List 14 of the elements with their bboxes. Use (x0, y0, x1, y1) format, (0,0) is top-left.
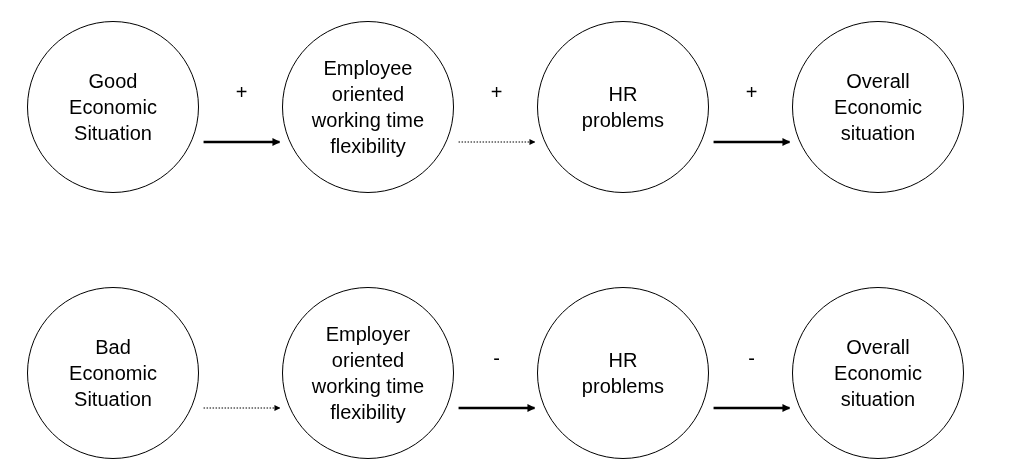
node-label: Overall Economic situation (833, 69, 923, 146)
node-label: HR problems (580, 348, 666, 399)
node-label: Good Economic Situation (68, 69, 158, 146)
node-label: Employer oriented working time flexibility (310, 322, 426, 425)
node-label: Overall Economic situation (833, 335, 923, 412)
arrow (713, 138, 791, 146)
node-label: Bad Economic Situation (68, 335, 158, 412)
arrow (458, 139, 536, 145)
node-label: Employee oriented working time flexibility (310, 56, 426, 159)
arrow (713, 404, 791, 412)
arrow (203, 138, 281, 146)
arrow (458, 404, 536, 412)
arrow (203, 405, 281, 411)
node-label: HR problems (580, 82, 666, 133)
